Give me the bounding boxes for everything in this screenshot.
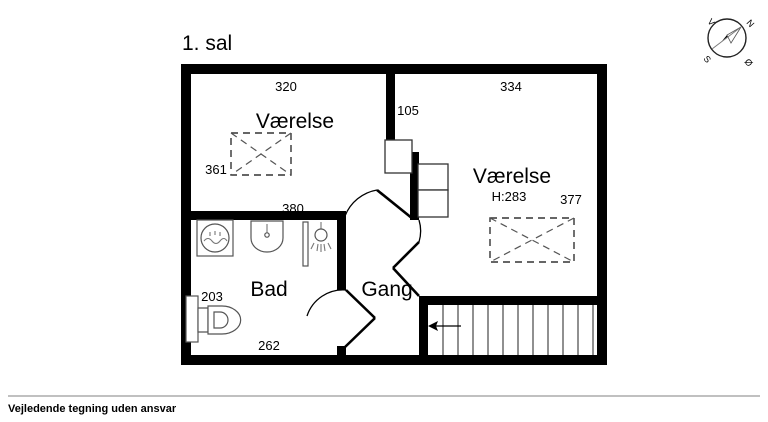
room-bad: Bad 203 262 xyxy=(196,219,332,353)
room-label-vaerelse-nw: Værelse xyxy=(256,110,334,133)
compass-rose: N Ø S V xyxy=(702,17,757,69)
shower-head-icon xyxy=(310,222,332,252)
compass-label-north: N xyxy=(745,18,757,30)
compass-axis xyxy=(711,26,742,50)
dimension-320: 320 xyxy=(275,79,297,94)
skylight-nw-icon xyxy=(230,132,292,176)
closet-lower-bottom xyxy=(417,189,449,218)
interior-wall-stairs-left xyxy=(419,296,428,355)
footer-note: Vejledende tegning uden ansvar xyxy=(8,403,177,415)
interior-wall-top-vertical xyxy=(386,74,395,161)
toilet-niche xyxy=(185,295,199,343)
dimension-203: 203 xyxy=(201,289,223,304)
room-label-vaerelse-ne: Værelse xyxy=(473,165,551,188)
dimension-377: 377 xyxy=(560,192,582,207)
interior-wall-stairs-top xyxy=(419,296,597,305)
skylight-ne-icon xyxy=(489,217,575,263)
door-arc-bad xyxy=(306,289,347,317)
door-arc-vaerelse-nw xyxy=(344,189,378,217)
interior-wall-bad-gang-stub xyxy=(337,346,346,355)
closet-lower-top xyxy=(417,163,449,191)
door-swings xyxy=(306,189,422,317)
compass-label-south: S xyxy=(702,54,713,65)
interior-wall-bad-top xyxy=(191,211,345,220)
built-in-closets xyxy=(384,139,449,218)
room-height-ne: H:283 xyxy=(492,189,527,204)
closet-upper xyxy=(384,139,413,174)
dimension-105: 105 xyxy=(397,103,419,118)
sink-icon xyxy=(250,220,284,253)
dimension-334: 334 xyxy=(500,79,522,94)
shower-screen-icon xyxy=(302,221,309,267)
gang-angled-walls xyxy=(343,188,420,349)
compass-needle-south xyxy=(726,26,742,44)
washing-machine-icon xyxy=(196,219,234,257)
compass-label-east: Ø xyxy=(743,57,755,69)
room-label-gang: Gang xyxy=(361,278,412,301)
dimension-361: 361 xyxy=(205,162,227,177)
staircase-icon xyxy=(428,305,597,355)
room-vaerelse-nw: 320 Værelse 361 380 xyxy=(205,79,334,216)
page-title: 1. sal xyxy=(182,32,232,55)
room-gang: Gang xyxy=(306,188,597,355)
dimension-262: 262 xyxy=(258,338,280,353)
interior-wall-bad-gang xyxy=(337,211,346,290)
room-vaerelse-ne: 334 105 Værelse H:283 377 xyxy=(397,79,582,263)
toilet-icon xyxy=(197,305,242,335)
compass-label-west: V xyxy=(706,17,717,28)
door-arc-vaerelse-ne xyxy=(418,219,422,243)
interior-wall-mid-vertical xyxy=(410,152,419,220)
stair-direction-arrowhead xyxy=(428,321,438,331)
room-label-bad: Bad xyxy=(250,278,287,301)
dimension-380: 380 xyxy=(282,201,304,216)
